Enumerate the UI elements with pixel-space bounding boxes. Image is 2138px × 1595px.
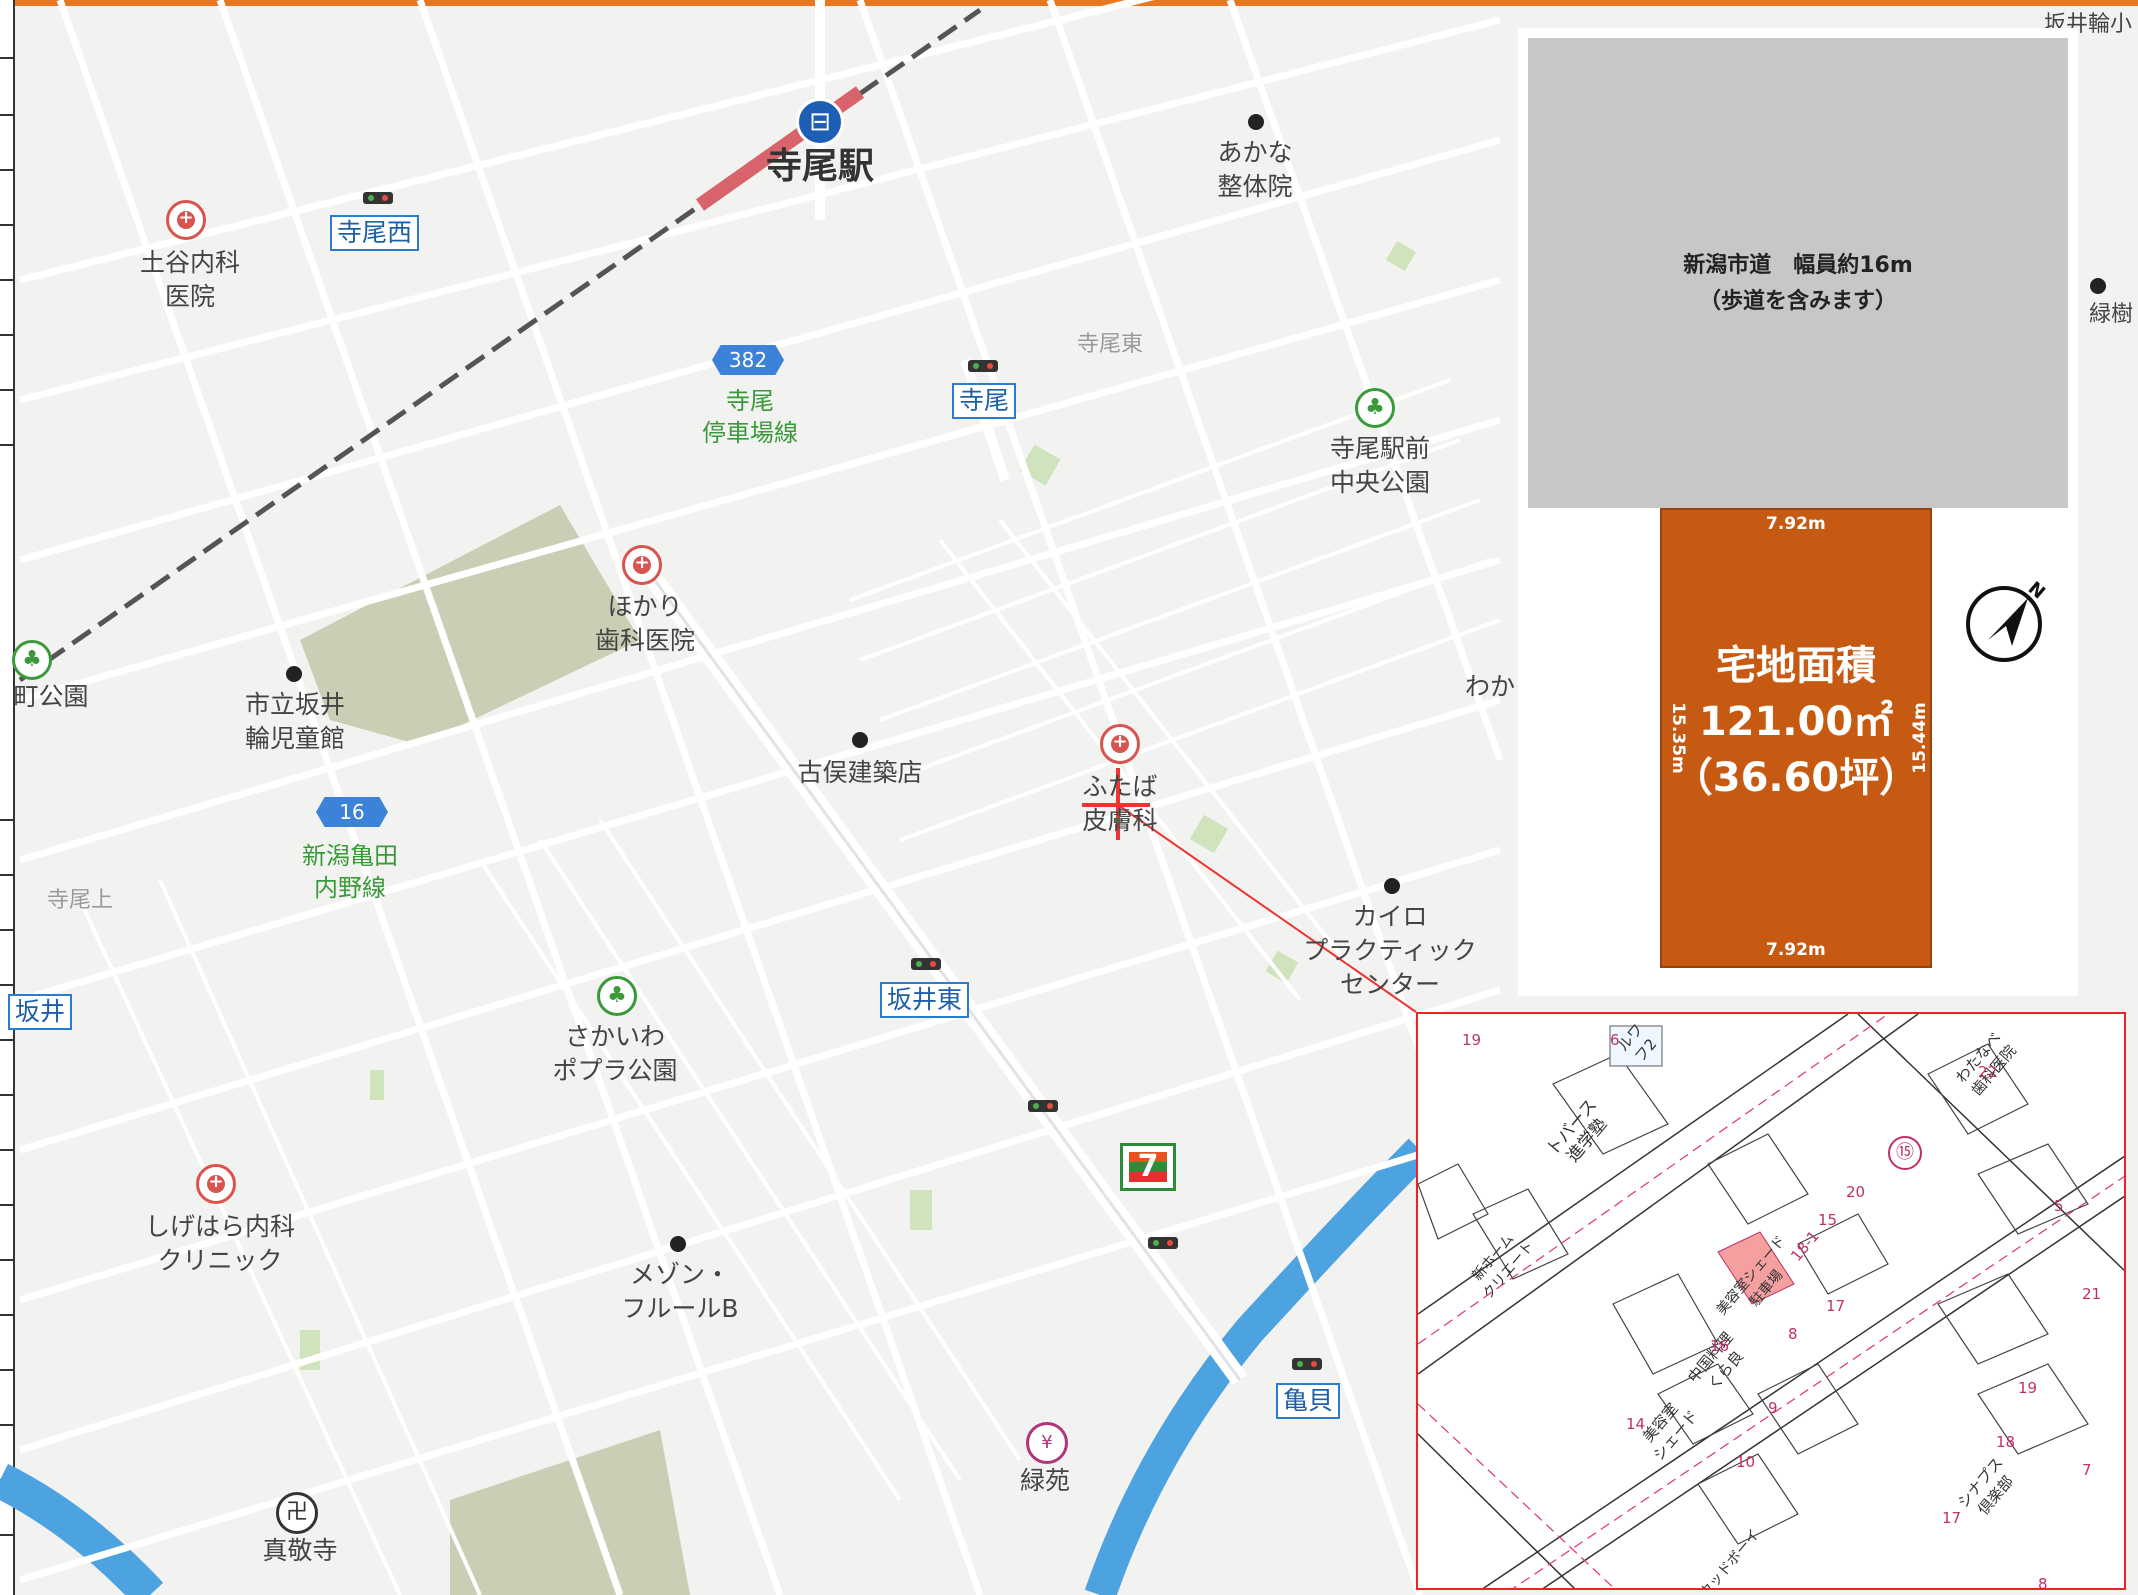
poi-shigehara-clinic[interactable]: しげはら内科 クリニック <box>144 1212 295 1275</box>
compass-icon: N <box>1966 578 2049 662</box>
poi-tsuchiya-clinic[interactable]: 土谷内科 医院 <box>139 248 240 311</box>
poi-teraoekimae-park[interactable]: 寺尾駅前 中央公園 <box>1329 434 1430 497</box>
intersection-sign-terao: 寺尾 <box>952 383 1017 419</box>
poi-sakaiwa-poplar-park[interactable]: さかいわ ポプラ公園 <box>552 1022 678 1085</box>
route-16-shield: 16 <box>316 797 388 827</box>
poi-hokari-dental[interactable]: ほかり 歯科医院 <box>594 592 695 655</box>
intersection-sign-sakai: 坂井 <box>8 994 73 1030</box>
traffic-light-icon <box>911 958 941 970</box>
convenience-store-icon[interactable] <box>1120 1143 1176 1191</box>
restaurant-icon: ¥ <box>1026 1422 1068 1464</box>
dermatology-icon[interactable] <box>1100 724 1140 764</box>
inset-number: 14 <box>1626 1415 1646 1433</box>
inset-number: 19 <box>2018 1379 2038 1397</box>
poi-ryokuju: 緑樹 <box>2088 302 2133 327</box>
intersection-sign-kamegai: 亀貝 <box>1276 1383 1341 1419</box>
poi-komata-construction[interactable]: 古俣建築店 <box>797 758 923 787</box>
lot-diagram-panel: 新潟市道 幅員約16m （歩道を含みます） 7.92m 7.92m 15.35m… <box>1518 28 2078 996</box>
inset-number: 22 <box>1978 1063 1998 1081</box>
train-station-icon[interactable]: ⊟ <box>796 98 844 146</box>
poi-waka: わか <box>1464 672 1515 701</box>
lot-area-text: 宅地面積 121.00㎡ （36.60坪） <box>1672 643 1920 801</box>
poi-akana[interactable]: あかな 整体院 <box>1217 138 1293 201</box>
traffic-light-icon <box>363 192 393 204</box>
traffic-light-icon <box>1292 1358 1322 1370</box>
park-icon: ♣ <box>1355 388 1395 428</box>
station-label[interactable]: 寺尾駅 <box>765 146 874 187</box>
poi-shinkyoji-temple[interactable]: 真敬寺 <box>262 1536 338 1565</box>
inset-number: 5 <box>2054 1197 2064 1215</box>
inset-number: 18 <box>1996 1433 2016 1451</box>
inset-number: 17 <box>1942 1509 1962 1527</box>
poi-sakaiwa-childrens-hall[interactable]: 市立坂井 輪児童館 <box>244 690 345 753</box>
poi-dot-icon <box>670 1236 686 1252</box>
inset-number: 19 <box>1462 1031 1482 1049</box>
poi-dot-icon <box>1248 114 1264 130</box>
intersection-sign-teraonishi: 寺尾西 <box>330 215 420 251</box>
inset-number: 6 <box>1610 1031 1620 1049</box>
inset-number: 20 <box>1846 1183 1866 1201</box>
clinic-icon[interactable] <box>196 1164 236 1204</box>
poi-dot-icon <box>2090 278 2106 294</box>
intersection-sign-sakaihigashi: 坂井東 <box>880 982 970 1018</box>
rear-width-label: 7.92m <box>1766 940 1826 960</box>
traffic-light-icon <box>1028 1100 1058 1112</box>
poi-dot-icon <box>286 666 302 682</box>
traffic-light-icon <box>1148 1237 1178 1249</box>
park-icon: ♣ <box>12 640 52 680</box>
inset-number: 8 <box>2038 1575 2048 1590</box>
temple-icon: 卍 <box>276 1492 318 1534</box>
area-label-teraoue: 寺尾上 <box>46 888 113 913</box>
inset-number: 17 <box>1826 1297 1846 1315</box>
front-width-label: 7.92m <box>1766 514 1826 534</box>
park-icon: ♣ <box>597 976 637 1016</box>
poi-futaba-dermatology[interactable]: ふたば 皮膚科 <box>1082 772 1158 835</box>
area-label-teraohigashi: 寺尾東 <box>1076 332 1143 357</box>
inset-number: 16 <box>1710 1337 1730 1355</box>
inset-marker-number: ⑮ <box>1888 1136 1922 1170</box>
clinic-icon[interactable] <box>166 200 206 240</box>
traffic-light-icon <box>968 360 998 372</box>
inset-number: 15 <box>1818 1211 1838 1229</box>
poi-dot-icon <box>852 732 868 748</box>
inset-number: 21 <box>2082 1285 2102 1303</box>
inset-map[interactable]: トバース 進学塾 新ホーム クリエート 美容室シェード 駐車場 中国料理 くら良… <box>1416 1012 2126 1590</box>
road-area: 新潟市道 幅員約16m （歩道を含みます） <box>1528 38 2068 508</box>
inset-number: 8 <box>1788 1325 1798 1343</box>
inset-number: 9 <box>1768 1399 1778 1417</box>
inset-map-drawing <box>1418 1014 2124 1588</box>
poi-maison-fleur[interactable]: メゾン・ フルールB <box>621 1260 739 1323</box>
route-382-name: 寺尾 停車場線 <box>702 387 798 447</box>
dental-clinic-icon[interactable] <box>622 545 662 585</box>
route-382-shield: 382 <box>712 345 784 375</box>
inset-number: 10 <box>1736 1453 1756 1471</box>
route-16-name: 新潟亀田 内野線 <box>302 842 398 902</box>
lot-shape: 7.92m 7.92m 15.35m 15.44m 宅地面積 121.00㎡ （… <box>1660 508 1932 968</box>
inset-number: 7 <box>2082 1461 2092 1479</box>
poi-dot-icon <box>1384 878 1400 894</box>
poi-chiropractic-center[interactable]: カイロ プラクティック センター <box>1303 902 1477 999</box>
poi-park-left[interactable]: 町公園 <box>13 682 89 711</box>
road-description: 新潟市道 幅員約16m （歩道を含みます） <box>1683 253 1913 314</box>
poi-ryokuen[interactable]: 緑苑 <box>1019 1466 1070 1495</box>
